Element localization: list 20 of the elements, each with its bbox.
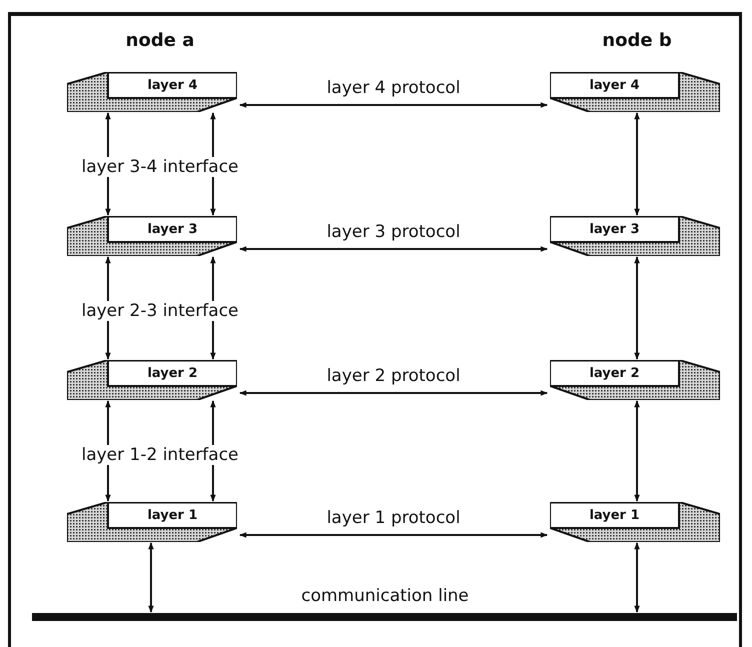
layer-label: layer 2 (147, 366, 198, 380)
double-arrow (634, 256, 640, 360)
layer-label: layer 4 (147, 78, 198, 92)
layer-label: layer 1 (147, 508, 198, 522)
double-arrow (239, 532, 548, 538)
double-arrow (239, 246, 548, 252)
layer-label: layer 3 (589, 222, 640, 236)
column-heading: node a (126, 30, 194, 51)
layer-label: layer 1 (589, 508, 640, 522)
column-heading: node b (602, 30, 672, 51)
double-arrow (634, 542, 640, 613)
layer-label: layer 4 (589, 78, 640, 92)
communication-line-bar (32, 613, 737, 621)
double-arrow (634, 400, 640, 502)
layer-label: layer 2 (589, 366, 640, 380)
layer-label: layer 3 (147, 222, 198, 236)
double-arrow (239, 102, 548, 108)
double-arrow (148, 542, 154, 613)
double-arrow (239, 390, 548, 396)
double-arrow (634, 112, 640, 216)
